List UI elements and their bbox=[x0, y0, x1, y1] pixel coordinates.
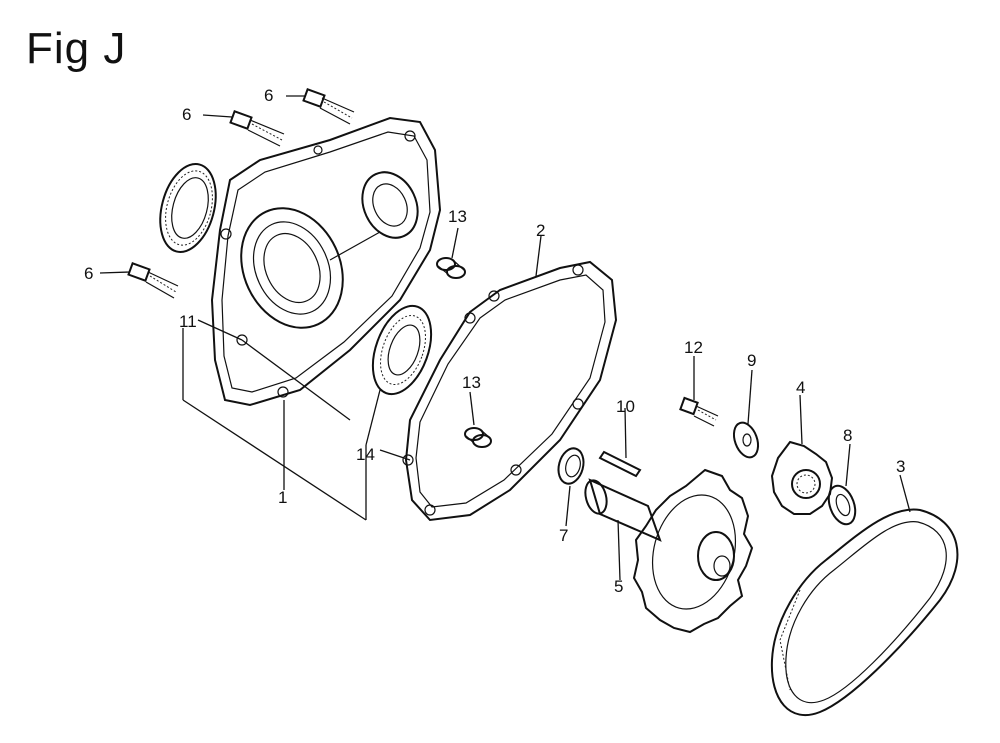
callout-1: 1 bbox=[278, 488, 287, 507]
callout-labels: 1 2 3 4 5 6 6 6 7 8 9 10 11 12 13 13 14 bbox=[84, 86, 905, 596]
figure-title: Fig J bbox=[26, 24, 127, 73]
callout-6-middle: 6 bbox=[182, 105, 191, 124]
gasket-part-2[interactable] bbox=[402, 260, 618, 522]
washer-part-9[interactable] bbox=[730, 419, 763, 460]
chain-part-3[interactable] bbox=[770, 508, 959, 717]
callout-5: 5 bbox=[614, 577, 623, 596]
callout-10: 10 bbox=[616, 397, 635, 416]
bolt-part-6-middle[interactable] bbox=[229, 110, 285, 147]
oil-seal[interactable] bbox=[151, 158, 225, 258]
callout-13-lower: 13 bbox=[462, 373, 481, 392]
bolt-part-12[interactable] bbox=[679, 396, 719, 427]
ring-part-8[interactable] bbox=[824, 482, 860, 528]
key-part-10[interactable] bbox=[598, 450, 642, 478]
bearing-part-14[interactable] bbox=[362, 298, 442, 402]
callout-6-left: 6 bbox=[84, 264, 93, 283]
callout-14: 14 bbox=[356, 445, 375, 464]
sprocket-part-4[interactable] bbox=[770, 440, 834, 515]
callout-6-top: 6 bbox=[264, 86, 273, 105]
dowel-pin-part-13-lower[interactable] bbox=[464, 427, 492, 448]
callout-4: 4 bbox=[796, 378, 805, 397]
bolt-part-6-top[interactable] bbox=[302, 88, 355, 125]
callout-2: 2 bbox=[536, 221, 545, 240]
callout-11: 11 bbox=[179, 312, 197, 331]
collar-part-7[interactable] bbox=[555, 446, 587, 487]
callout-7: 7 bbox=[559, 526, 568, 545]
leader-lines bbox=[99, 95, 911, 581]
dowel-pin-part-13-upper[interactable] bbox=[436, 257, 466, 279]
callout-8: 8 bbox=[843, 426, 852, 445]
case-cover-part-1[interactable] bbox=[210, 116, 442, 407]
callout-9: 9 bbox=[747, 351, 756, 370]
shaft-sprocket-part-5[interactable] bbox=[582, 468, 754, 634]
callout-3: 3 bbox=[896, 457, 905, 476]
callout-13-upper: 13 bbox=[448, 207, 467, 226]
callout-12: 12 bbox=[684, 338, 703, 357]
bolt-part-6-left[interactable] bbox=[127, 262, 179, 299]
